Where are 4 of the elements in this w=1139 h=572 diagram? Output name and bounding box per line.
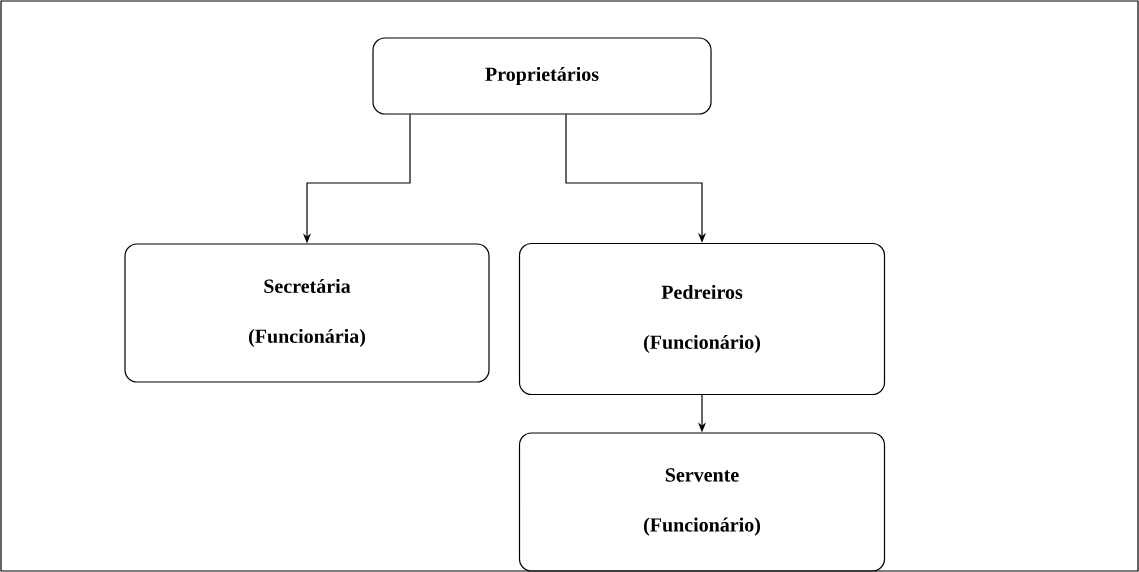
org-box: Servente (Funcionário) (518, 432, 886, 572)
org-box: Pedreiros (Funcionário) (518, 242, 886, 396)
org-box: Secretária (Funcionária) (124, 243, 490, 383)
org-box: Proprietários (372, 37, 712, 115)
